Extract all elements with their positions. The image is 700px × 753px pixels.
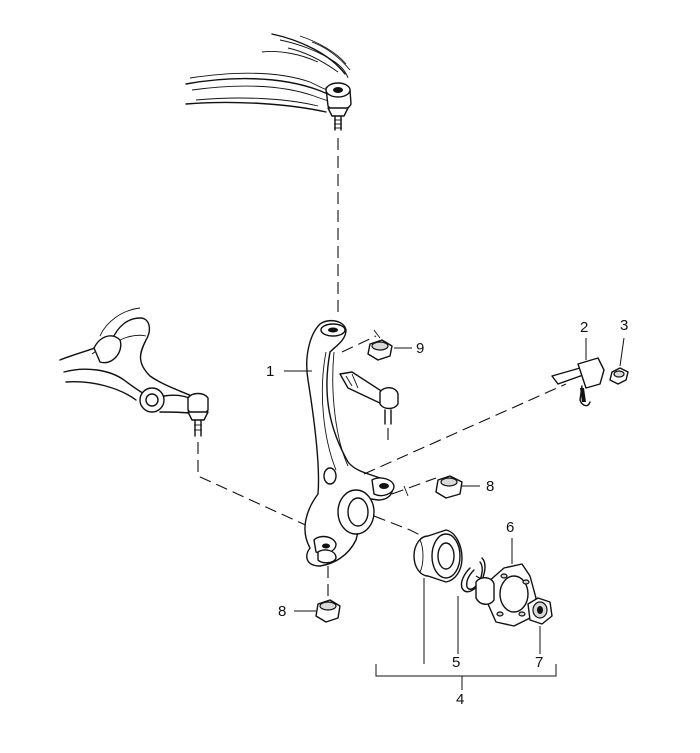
callout-1: 1 [266, 363, 275, 380]
assembly-line-hub-axis [373, 515, 431, 541]
nut-9 [367, 339, 412, 361]
wheel-bearing [413, 529, 463, 664]
sensor-bolt [609, 337, 629, 385]
callout-3: 3 [620, 317, 629, 334]
assembly-line-lower [197, 442, 313, 529]
callout-7: 7 [535, 654, 544, 671]
nut-8-right [435, 475, 480, 499]
upper-control-arm [185, 33, 352, 131]
assembly-line-nut-9 [341, 335, 377, 353]
callout-8-right: 8 [486, 478, 495, 495]
assembly-line-nut-8-right [391, 477, 437, 495]
wheel-speed-sensor [551, 338, 605, 407]
wheel-hub [475, 538, 537, 627]
lower-control-arm [59, 307, 209, 437]
callout-9: 9 [416, 340, 425, 357]
nut-8-bottom [294, 599, 341, 623]
callout-6: 6 [506, 519, 515, 536]
callout-8-bottom: 8 [278, 603, 287, 620]
assembly-line-sensor [363, 383, 567, 475]
callout-2: 2 [580, 319, 589, 336]
callout-4: 4 [456, 691, 465, 708]
steering-knuckle [304, 319, 395, 567]
tie-rod-end [339, 371, 399, 425]
assembly-bracket [375, 664, 557, 690]
hub-nut [527, 597, 553, 654]
circlip [457, 557, 486, 654]
callout-5: 5 [452, 654, 461, 671]
